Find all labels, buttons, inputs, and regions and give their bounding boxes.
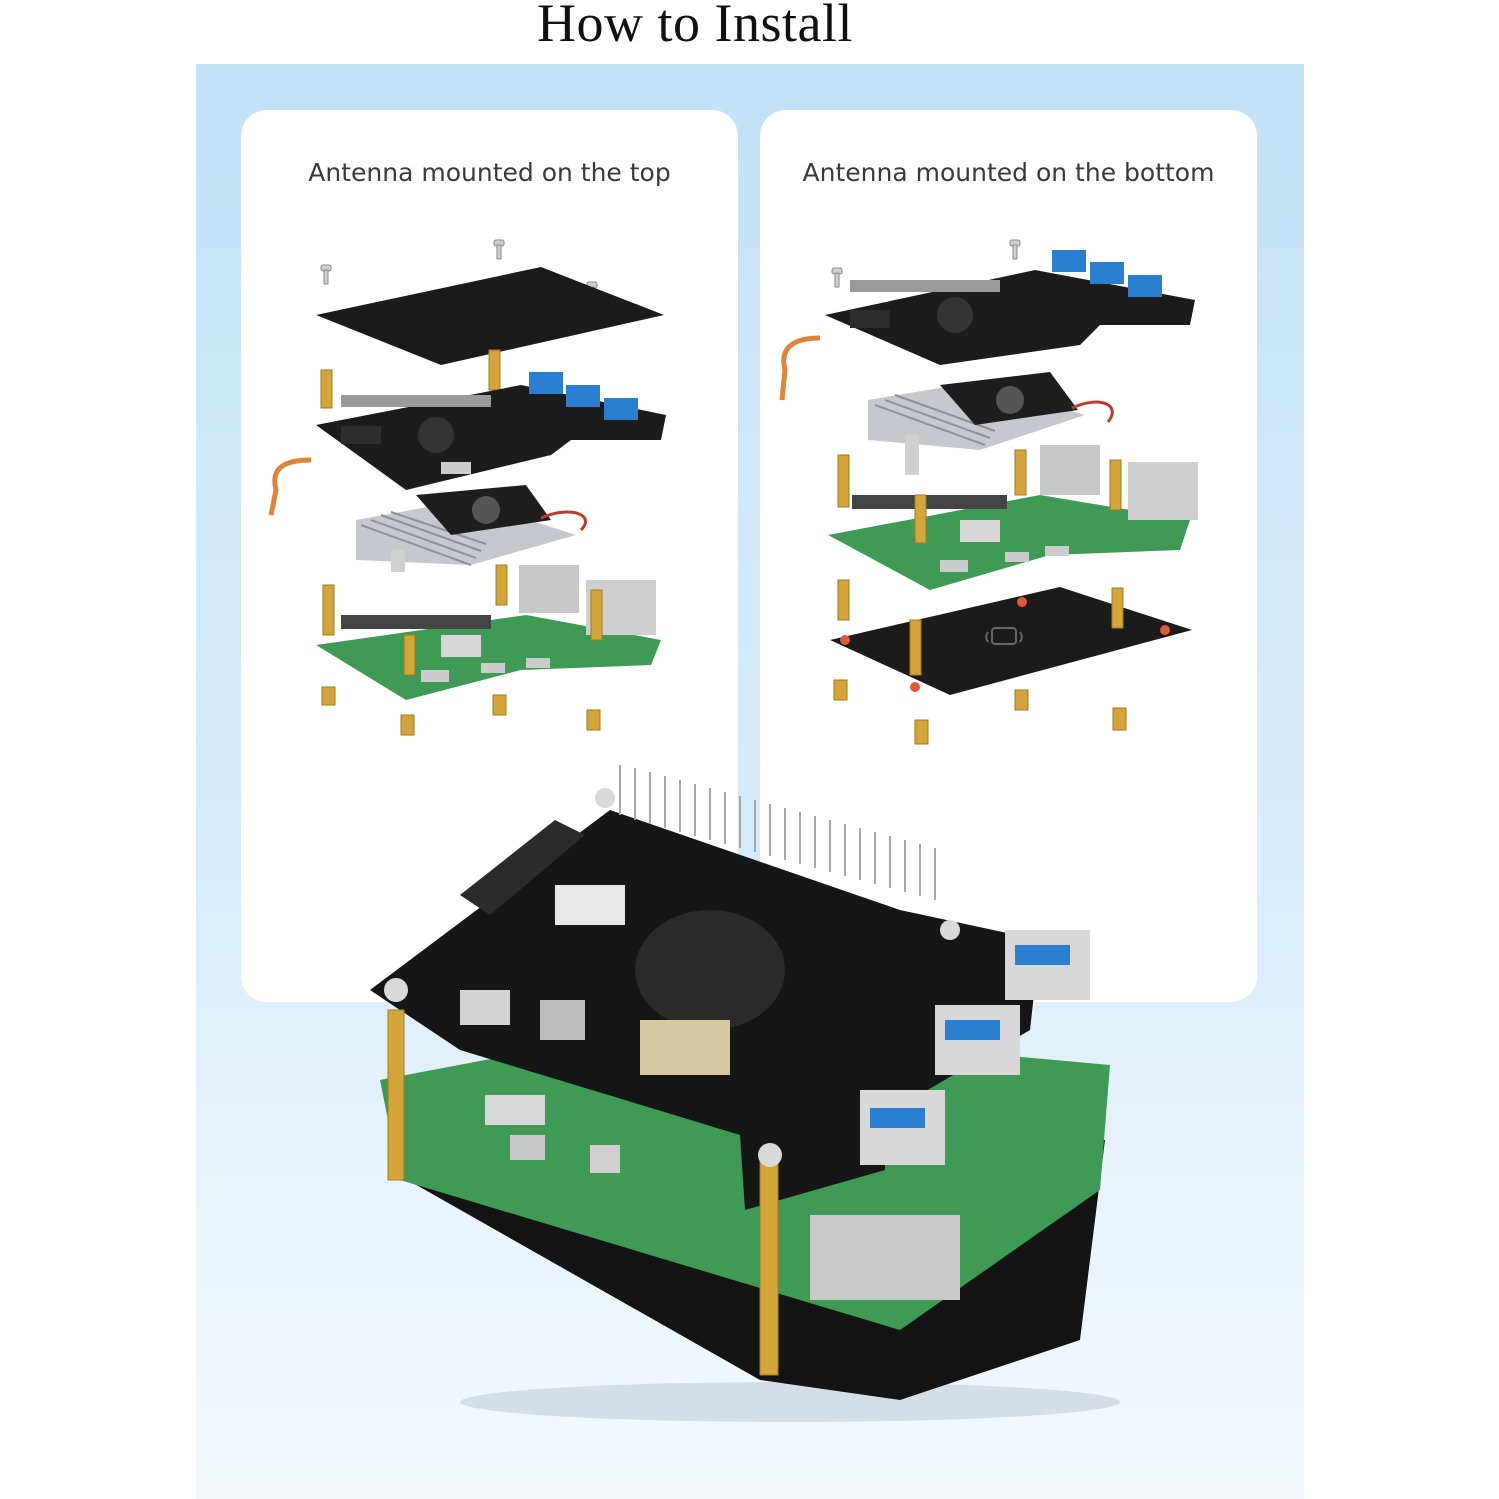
fan-cutout xyxy=(635,910,785,1030)
card-title-top: Antenna mounted on the top xyxy=(308,158,671,187)
black-plate xyxy=(316,267,664,365)
page-title: How to Install xyxy=(537,0,853,53)
m2-slot xyxy=(460,820,585,915)
usb-c-port xyxy=(460,990,510,1025)
wireless-icon xyxy=(985,627,1023,645)
gpio-header xyxy=(619,765,936,900)
raspberry-pi-board xyxy=(828,445,1198,590)
assembled-stack xyxy=(370,765,1120,1422)
hat-board xyxy=(779,250,1195,401)
hat-board xyxy=(268,372,666,516)
card-antenna-bottom: Antenna mounted on the bottom xyxy=(760,110,1257,1002)
black-plate xyxy=(830,587,1192,695)
heatsink-fan xyxy=(868,372,1114,475)
exploded-view-antenna-bottom xyxy=(779,239,1198,745)
screw-icon xyxy=(831,239,1021,288)
heatsink-fan xyxy=(356,485,587,572)
exploded-view-antenna-top xyxy=(268,239,666,736)
card-title-bottom: Antenna mounted on the bottom xyxy=(802,158,1215,187)
usb-ports xyxy=(860,930,1090,1165)
raspberry-pi-board xyxy=(316,565,661,700)
